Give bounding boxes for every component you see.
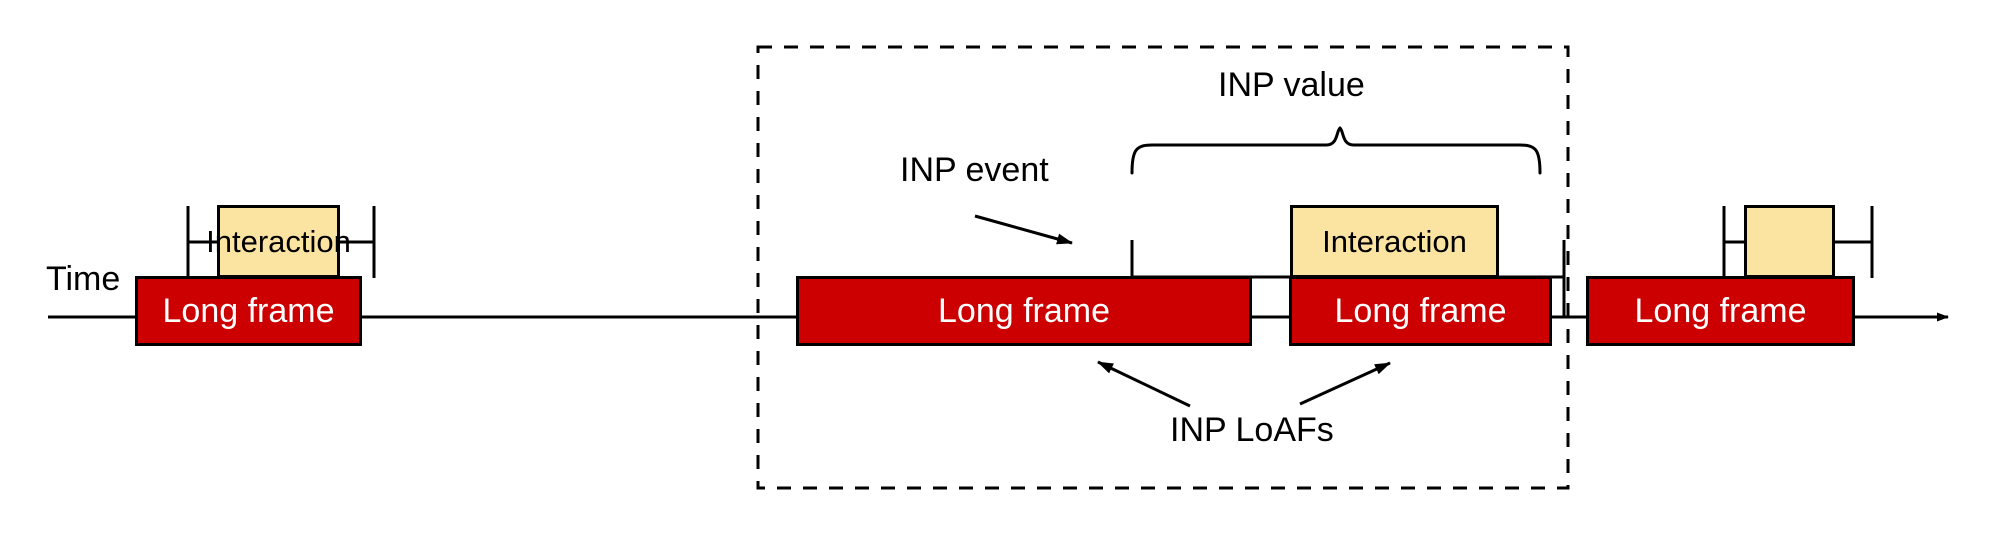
- inp-loafs-arrow-left: [1097, 360, 1191, 408]
- interaction-box-3[interactable]: [1744, 205, 1835, 278]
- inp-loafs-label: INP LoAFs: [1170, 411, 1334, 449]
- inp-loafs-arrow-right: [1299, 361, 1391, 406]
- long-frame-box-4-label: Long frame: [1634, 292, 1807, 330]
- interaction-1-measure: [186, 206, 376, 278]
- long-frame-box-2-label: Long frame: [938, 292, 1110, 330]
- long-frame-box-3[interactable]: Long frame: [1289, 276, 1552, 346]
- inp-event-arrow: [974, 214, 1073, 245]
- time-axis-label: Time: [46, 260, 121, 298]
- interaction-box-2-label: Interaction: [1322, 224, 1467, 259]
- long-frame-box-3-label: Long frame: [1334, 292, 1507, 330]
- interaction-box-2[interactable]: Interaction: [1290, 205, 1499, 278]
- long-frame-box-1-label: Long frame: [162, 292, 335, 330]
- long-frame-box-1[interactable]: Long frame: [135, 276, 362, 346]
- long-frame-box-4[interactable]: Long frame: [1586, 276, 1855, 346]
- interaction-3-measure: [1722, 206, 1874, 278]
- interaction-box-1[interactable]: Interaction: [206, 205, 351, 278]
- inp-value-label: INP value: [1218, 66, 1365, 104]
- inp-event-label: INP event: [900, 151, 1049, 189]
- interaction-box-1-label: Interaction: [206, 224, 351, 259]
- long-frame-box-2[interactable]: Long frame: [796, 276, 1252, 346]
- inp-value-brace: [1130, 126, 1542, 175]
